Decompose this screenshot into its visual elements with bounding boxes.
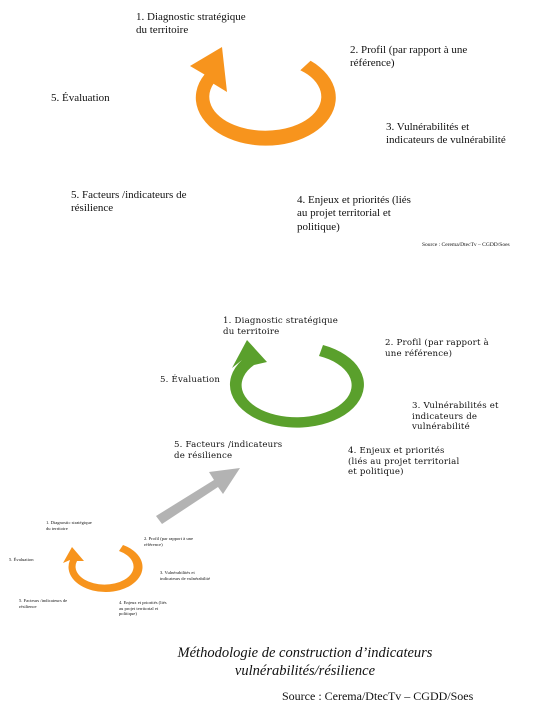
d1-step5b: 5. Évaluation	[51, 92, 110, 104]
d3-step1: 1. Diagnostic stratégique du territoire	[46, 520, 92, 531]
d2-step1: 1. Diagnostic stratégique du territoire	[223, 316, 339, 337]
d2-step4: 4. Enjeux et priorités (liés au projet t…	[348, 446, 460, 478]
d1-step1: 1. Diagnostic stratégique du territoire	[136, 11, 246, 37]
small-cycle-arrow	[63, 545, 143, 593]
d2-step2: 2. Profil (par rapport à une référence)	[385, 338, 489, 359]
cycle2-arrow	[229, 340, 364, 428]
d3-step5b: 5. Évaluation	[9, 557, 34, 562]
d3-step5a: 5. Facteurs /indicateurs de résilience	[19, 598, 68, 609]
d2-step3: 3. Vulnérabilités et indicateurs de vuln…	[412, 401, 499, 433]
d3-step4: 4. Enjeux et priorités (liés au projet t…	[119, 600, 167, 616]
d2-step5b: 5. Évaluation	[160, 375, 221, 385]
figure-caption: Méthodologie de construction d’indicateu…	[177, 645, 433, 680]
cycle2-label: Cycle 2...	[297, 380, 339, 392]
d1-step3: 3. Vulnérabilités et indicateurs de vuln…	[386, 121, 506, 147]
figure-source: Source : Cerema/DtecTv – CGDD/Soes	[282, 689, 474, 703]
cycle1-label: Cycle 1	[245, 97, 281, 111]
d1-step4: 4. Enjeux et priorités (liés au projet t…	[297, 194, 411, 233]
d1-step2: 2. Profil (par rapport à une référence)	[350, 44, 468, 70]
d3-step3: 3. Vulnérabilités et indicateurs de vuln…	[160, 570, 211, 581]
d3-step2: 2. Profil (par rapport à une référence)	[144, 536, 193, 547]
d1-source: Source : Cerema/DtecTv – CGDD/Soes	[422, 242, 510, 248]
progression-arrow	[156, 468, 240, 524]
small-cycle-label: Cycle 1	[93, 561, 117, 570]
d2-step5a: 5. Facteurs /indicateurs de résilience	[174, 440, 283, 461]
d1-step5a: 5. Facteurs /indicateurs de résilience	[71, 189, 187, 215]
